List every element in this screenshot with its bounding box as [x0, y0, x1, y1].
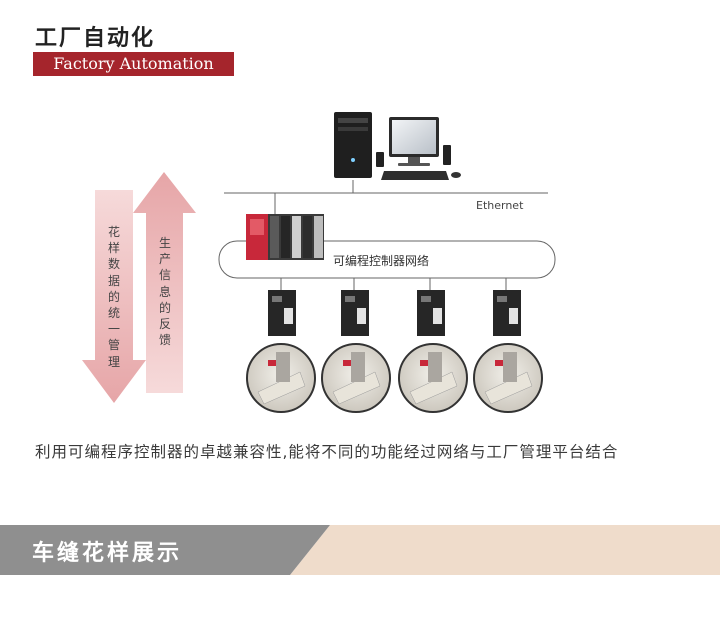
section-band-beige: [290, 525, 720, 575]
down-arrow-label: 花样数据的统一管理: [107, 225, 120, 369]
section-title: 车缝花样展示: [32, 541, 183, 566]
ethernet-label: Ethernet: [476, 199, 524, 212]
station-4: [473, 278, 543, 413]
page-subtitle-badge: Factory Automation: [33, 52, 234, 76]
plc-rack-icon: [246, 214, 324, 260]
description-text: 利用可编程序控制器的卓越兼容性,能将不同的功能经过网络与工厂管理平台结合: [35, 443, 619, 461]
feedback-up-arrow: [133, 172, 196, 393]
plc-network-label: 可编程控制器网络: [333, 254, 430, 268]
station-2: [321, 278, 391, 413]
section-band-grey: [0, 525, 330, 575]
page-title: 工厂自动化: [35, 26, 156, 51]
station-3: [398, 278, 468, 413]
station-1: [246, 278, 316, 413]
data-down-arrow: [82, 190, 146, 403]
up-arrow-label: 生产信息的反馈: [158, 236, 171, 348]
computer-icon: [334, 112, 461, 180]
